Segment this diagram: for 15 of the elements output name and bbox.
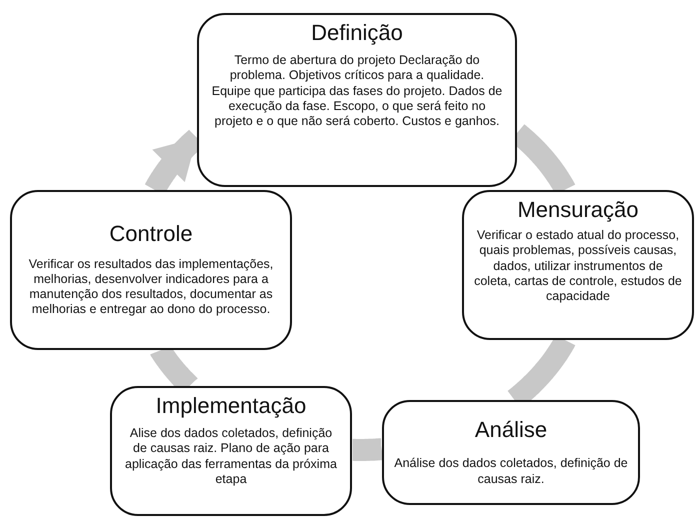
phase-box (110, 386, 352, 516)
phase-description: Termo de abertura do projeto Declaração do problema. Objetivos críticos para a qualidade. Equipe que participa das fases do projeto. Dados de execução da fase. Escopo, o que será feito no projeto e o que não será coberto. Custos e ganhos. (210, 53, 504, 130)
phase-title: Análise (474, 418, 548, 442)
phase-title: Implementação (156, 394, 306, 418)
phase-description: Verificar os resultados das implementações, melhorias, desenvolver indicadores para a manutenção dos resultados, documentar as melhorias e entregar ao dono do processo. (28, 256, 274, 318)
phase-title: Definição (311, 21, 403, 46)
phase-box (197, 13, 517, 187)
phase-description: Alise dos dados coletados, definição de causas raiz. Plano de ação para aplicação das ferramentas da próxima etapa (124, 426, 338, 488)
phase-box (10, 190, 292, 350)
phase-box (462, 190, 694, 340)
phase-description: Verificar o estado atual do processo, quais problemas, possíveis causas, dados, utilizar instrumentos de coleta, cartas de controle, estudos de capacidade (474, 228, 682, 304)
phase-box (382, 400, 640, 505)
phase-description: Análise dos dados coletados, definição de causas raiz. (394, 456, 628, 487)
phase-title: Mensuração (517, 198, 639, 222)
phase-title: Controle (109, 222, 193, 247)
